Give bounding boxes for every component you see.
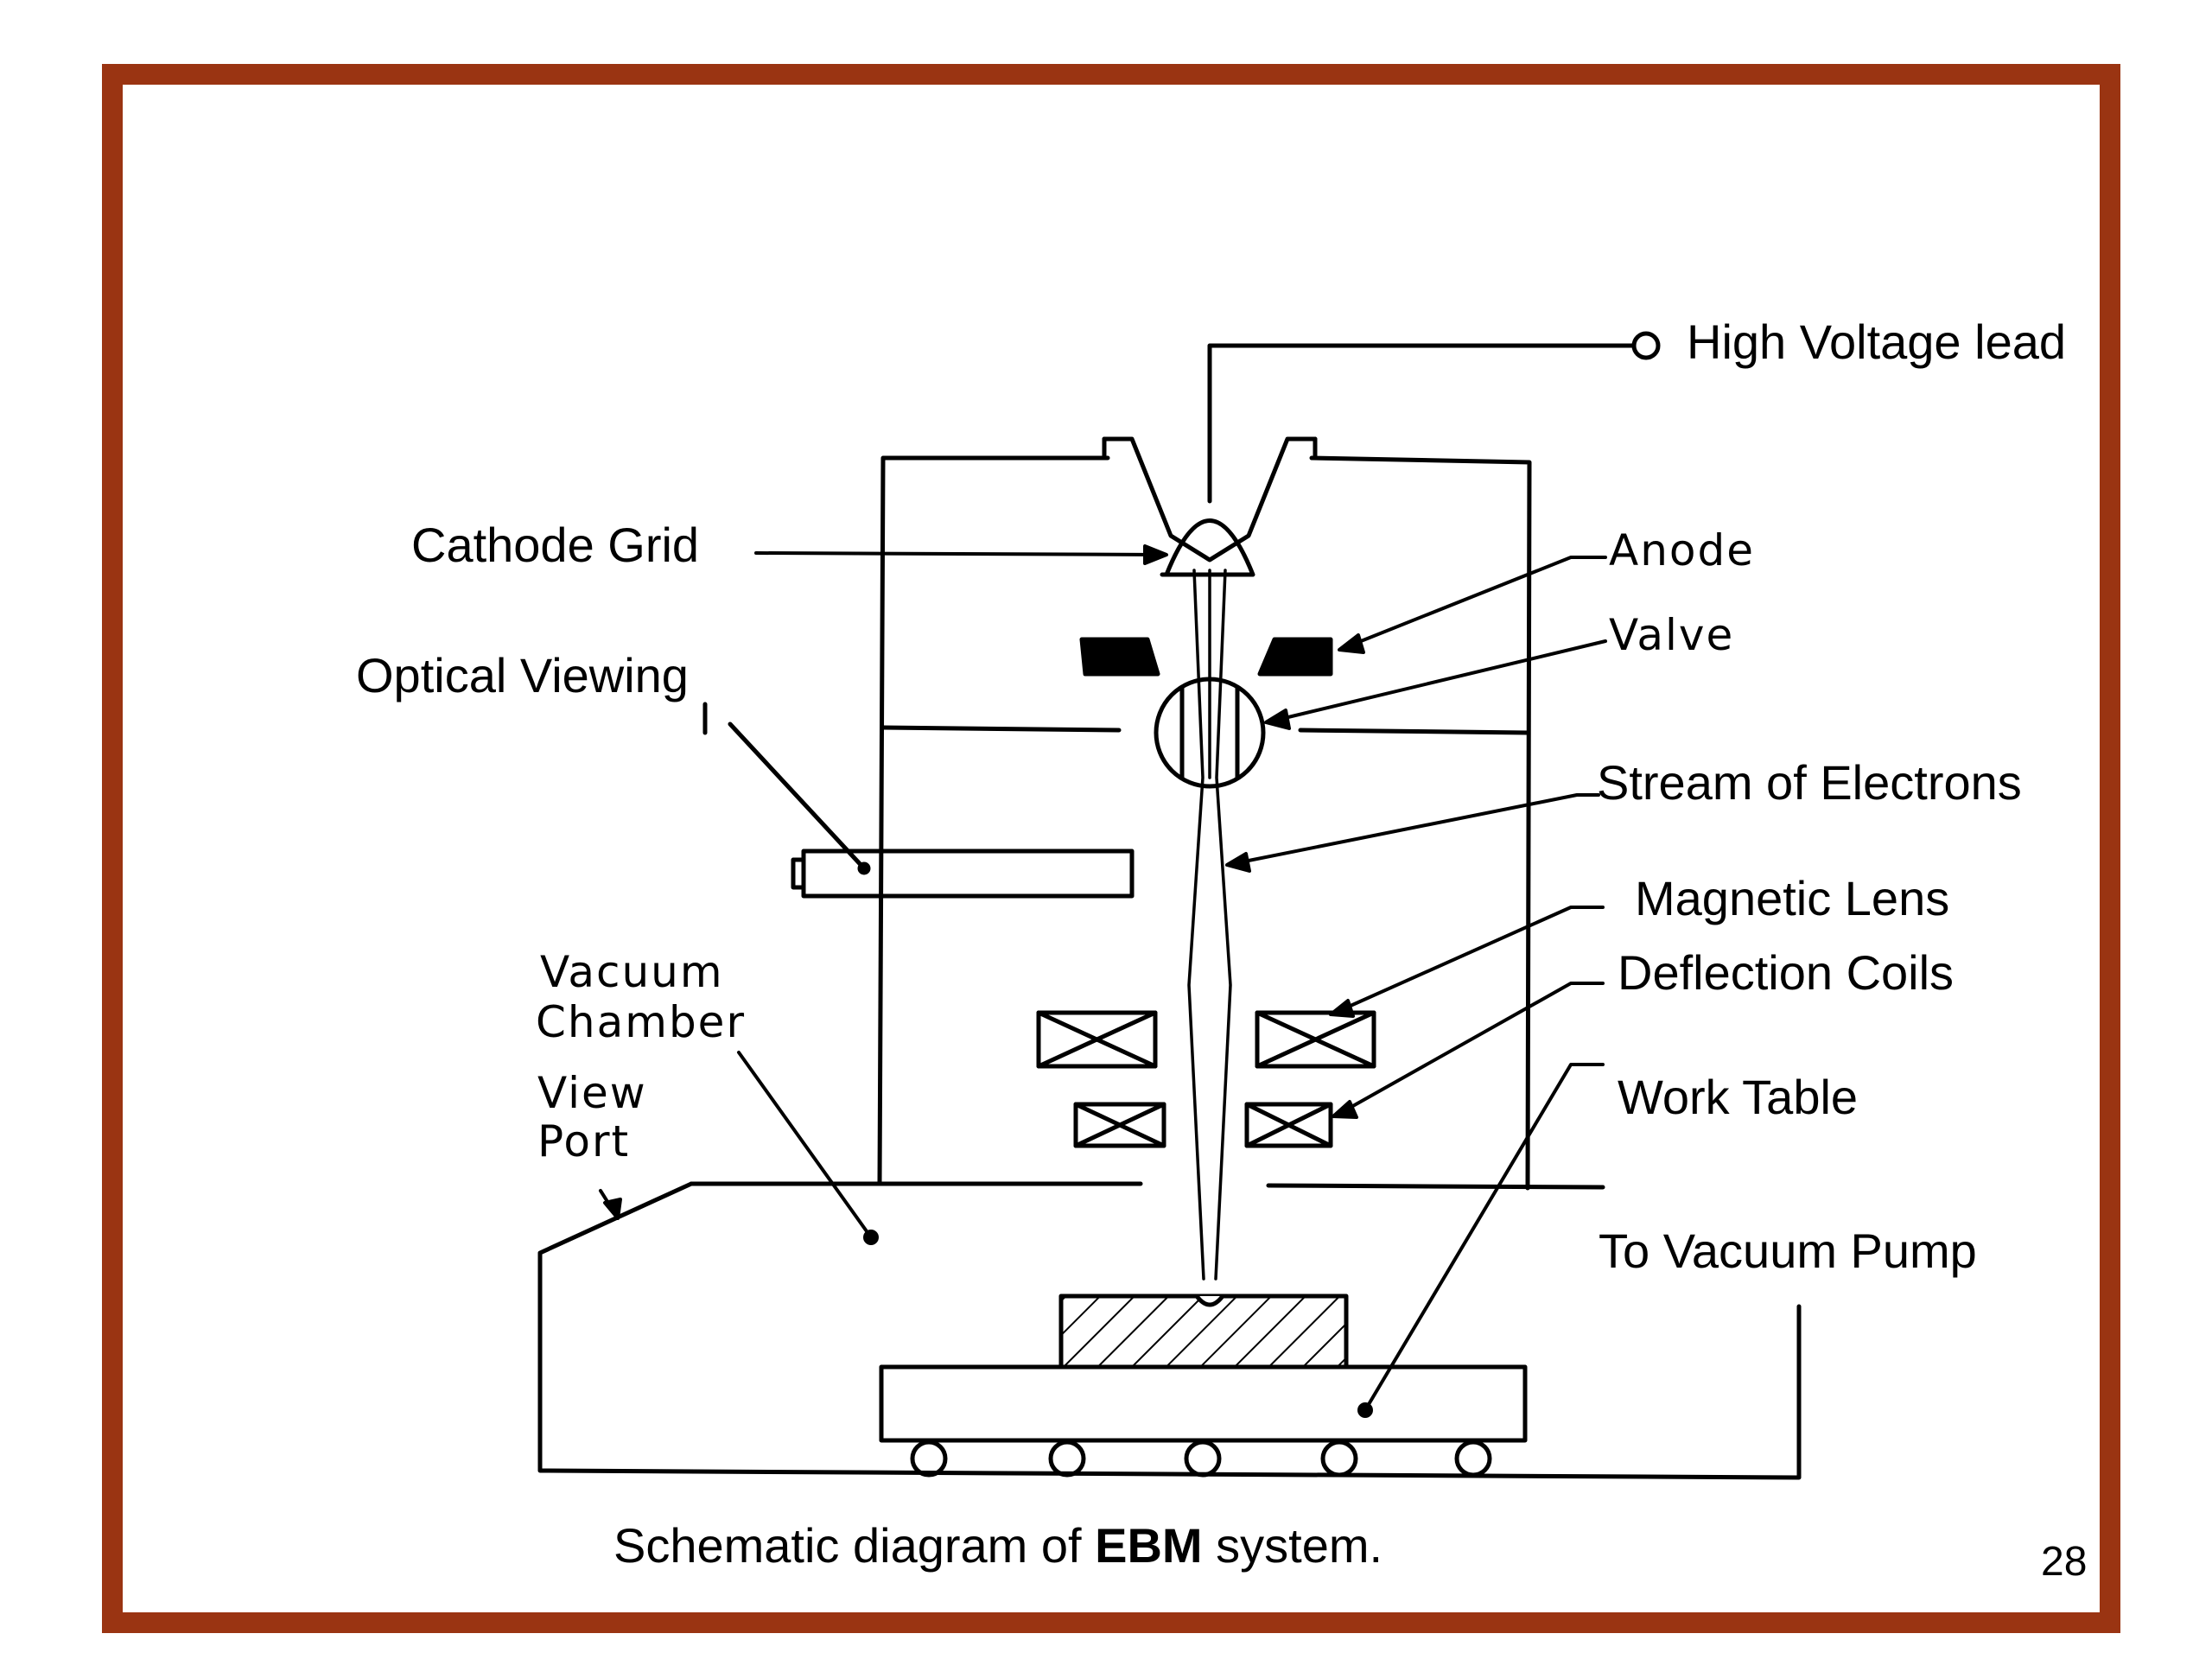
label-anode: Anode (1609, 525, 1755, 575)
anode-plates (1079, 637, 1333, 677)
label-to-vacuum-pump: To Vacuum Pump (1599, 1224, 1977, 1278)
leader-work-table (1363, 1063, 1605, 1412)
label-valve: Valve (1609, 610, 1735, 660)
high-voltage-lead-wire (1207, 331, 1661, 504)
slide-frame (102, 64, 2120, 1633)
vacuum-chamber (537, 1181, 1802, 1480)
label-deflection-coils: Deflection Coils (1618, 945, 1955, 1000)
label-work-table: Work Table (1618, 1070, 1859, 1124)
page-number: 28 (2041, 1539, 2088, 1585)
gun-column (689, 455, 1605, 1191)
optical-viewing-tube (702, 702, 1135, 899)
leader-vacuum-chamber (737, 1051, 873, 1239)
caption-bold: EBM (1095, 1518, 1203, 1573)
electron-stream (1187, 569, 1232, 1281)
label-optical-viewing: Optical Viewing (356, 648, 689, 702)
label-view-port-line2: Port (537, 1116, 631, 1166)
label-high-voltage-lead: High Voltage lead (1687, 315, 2067, 369)
figure-caption: Schematic diagram of EBM system. (613, 1517, 1382, 1573)
caption-prefix: Schematic diagram of (613, 1518, 1096, 1573)
work-table (879, 1364, 1528, 1478)
leader-lines (599, 544, 1607, 1418)
leader-magnetic-lens (1333, 906, 1605, 1014)
leader-cathode-grid (754, 551, 1164, 556)
label-view-port-line1: View (537, 1068, 647, 1118)
leader-anode (1342, 556, 1607, 650)
label-cathode-grid: Cathode Grid (411, 518, 700, 572)
label-magnetic-lens: Magnetic Lens (1635, 871, 1950, 925)
label-vacuum-chamber-line1: Vacuum (540, 947, 724, 997)
magnetic-lens (1036, 1010, 1376, 1069)
deflection-coils (1073, 1102, 1333, 1148)
label-vacuum-chamber-line2: Chamber (536, 997, 747, 1047)
cathode-grid-cup (1102, 436, 1318, 577)
leader-valve (1268, 639, 1607, 723)
leader-deflection-coils (1336, 982, 1605, 1116)
workpiece (1058, 1294, 1349, 1370)
caption-suffix: system. (1202, 1518, 1383, 1573)
leader-stream (1230, 793, 1600, 866)
label-stream-of-electrons: Stream of Electrons (1597, 755, 2022, 810)
